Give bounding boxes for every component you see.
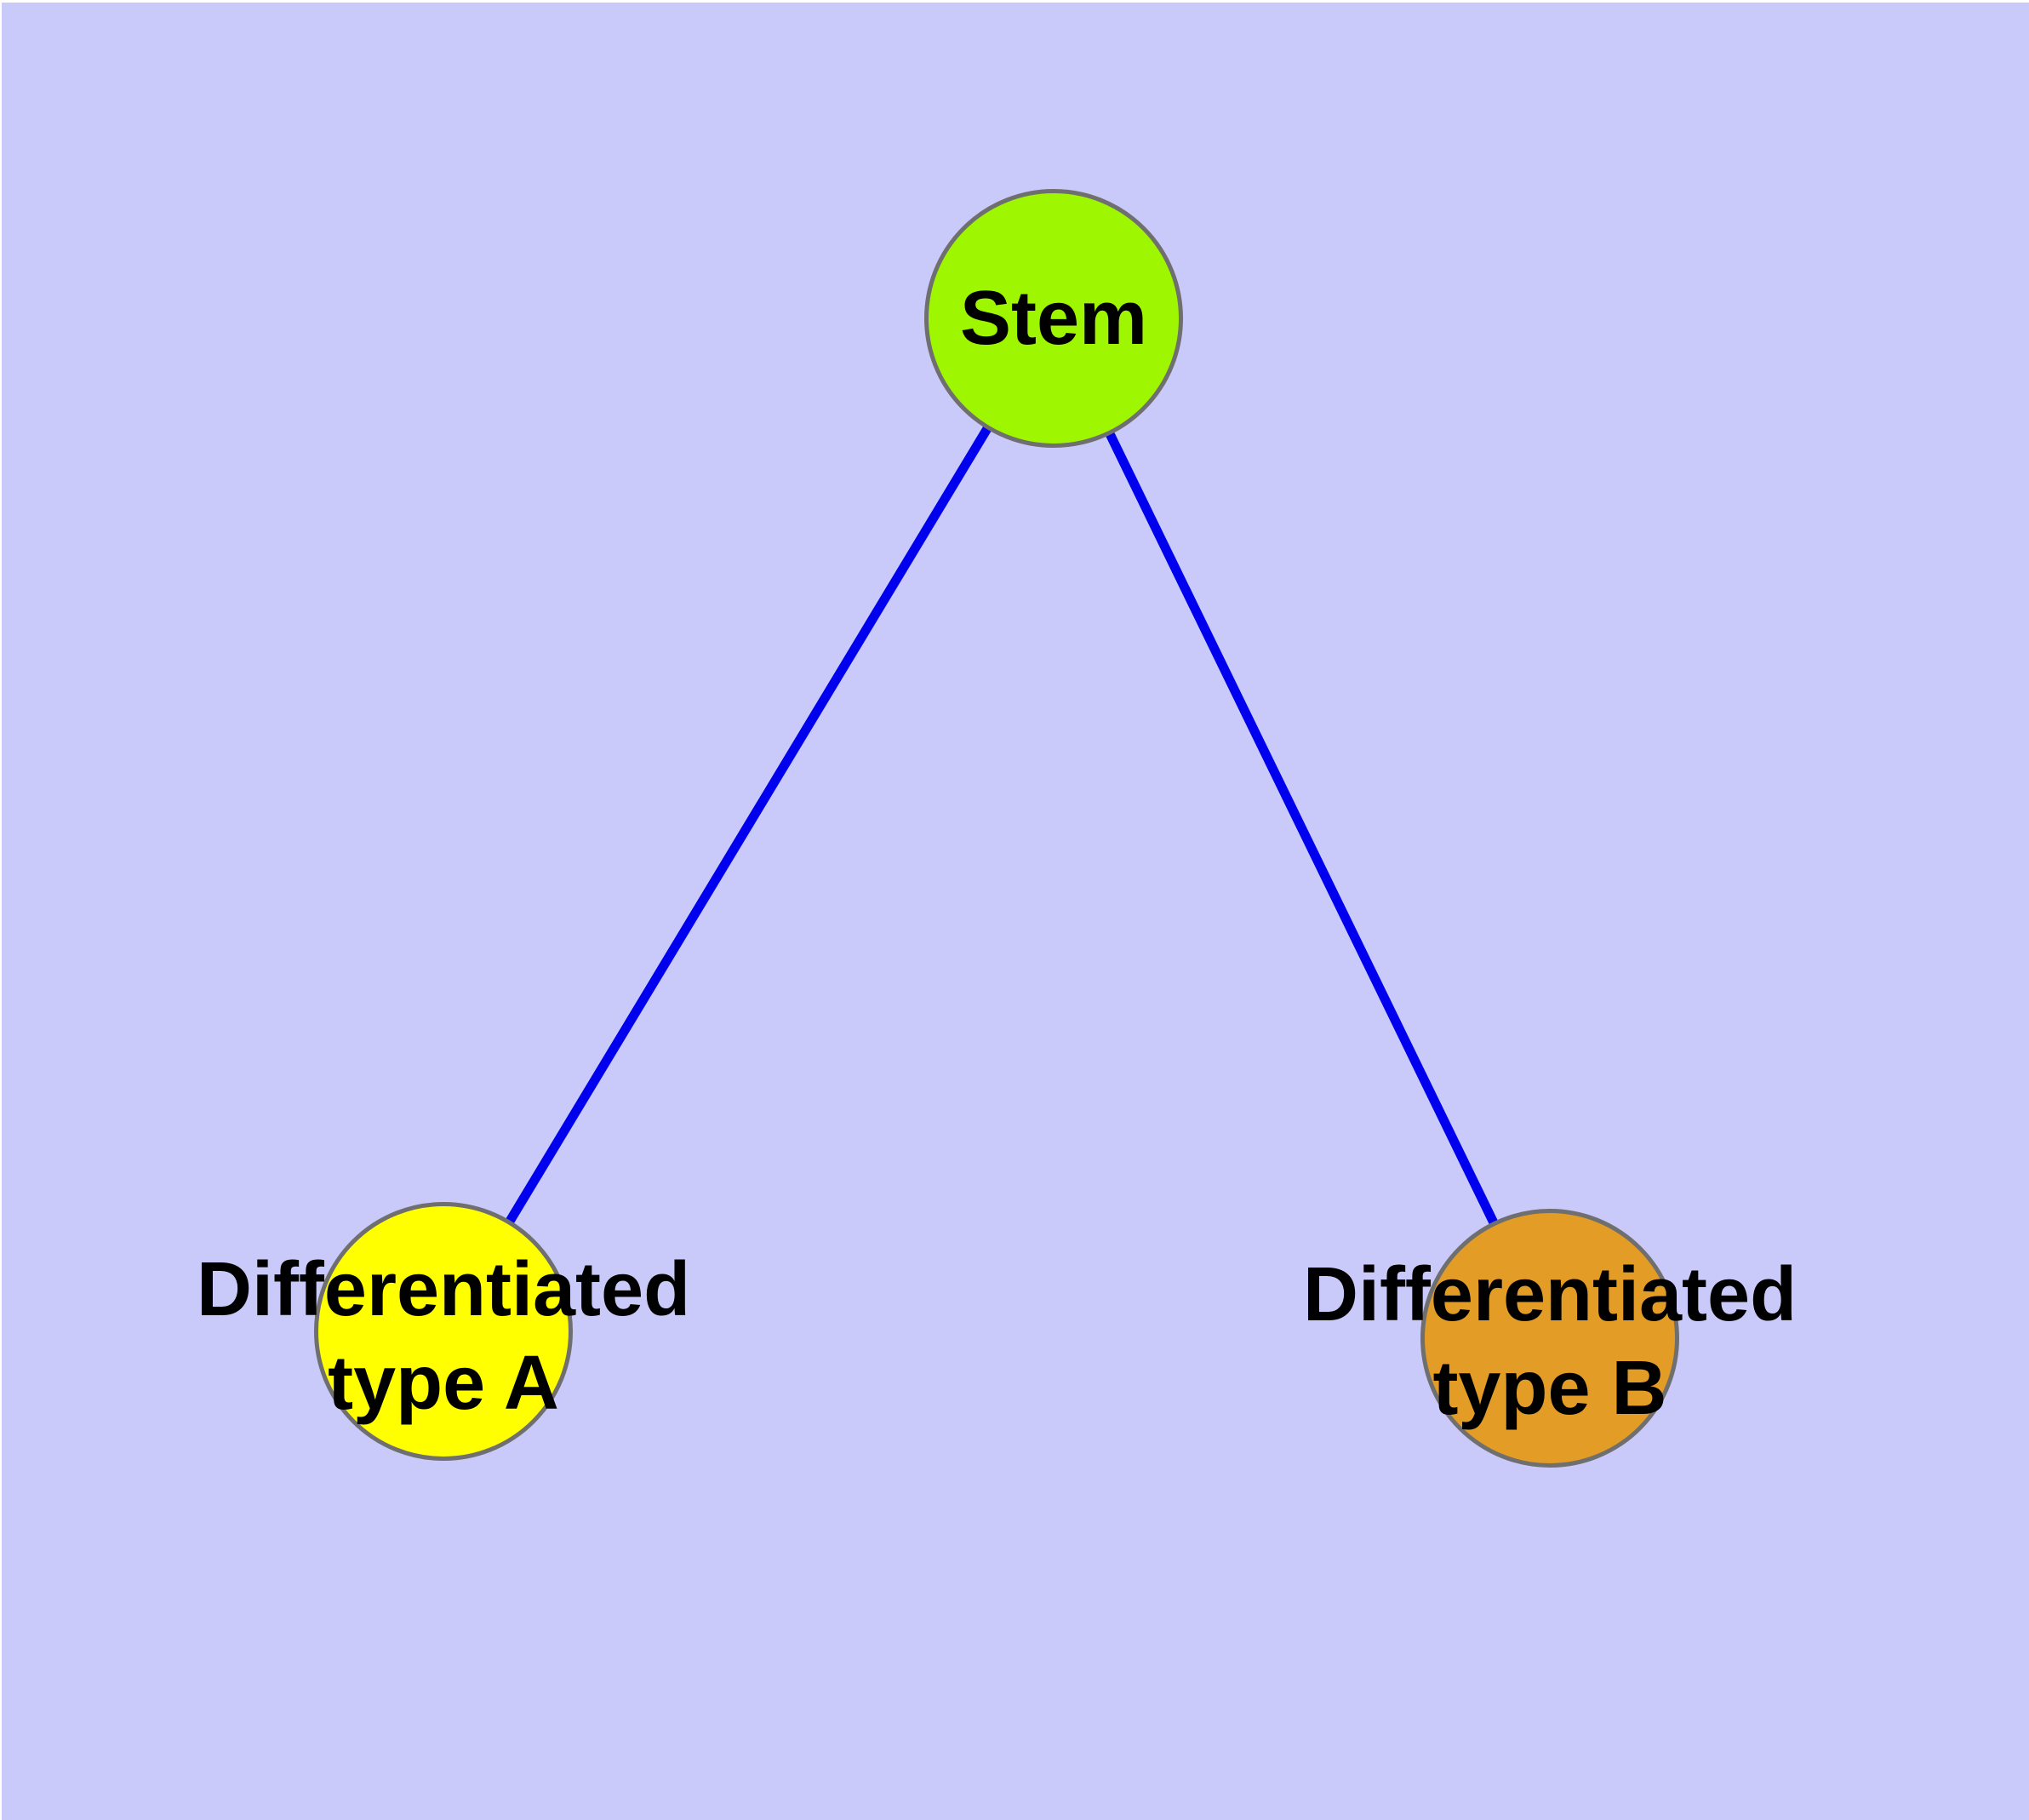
node-type-a-label: Differentiated type A (197, 1243, 690, 1430)
node-stem (924, 189, 1183, 448)
node-stem-label: Stem (960, 272, 1147, 365)
edge-stem-to-type-b (1049, 316, 1554, 1341)
node-type-b-label-line2: type B (1432, 1346, 1667, 1431)
node-differentiated-type-a (314, 1202, 573, 1461)
node-type-a-label-line2: type A (328, 1341, 559, 1426)
node-type-a-label-line1: Differentiated (196, 1247, 691, 1332)
node-differentiated-type-b (1420, 1209, 1679, 1468)
node-type-b-label-line1: Differentiated (1302, 1252, 1798, 1337)
edge-stem-to-type-a (439, 316, 1058, 1334)
node-type-b-label: Differentiated type B (1303, 1248, 1797, 1435)
node-stem-label-text: Stem (959, 276, 1148, 361)
